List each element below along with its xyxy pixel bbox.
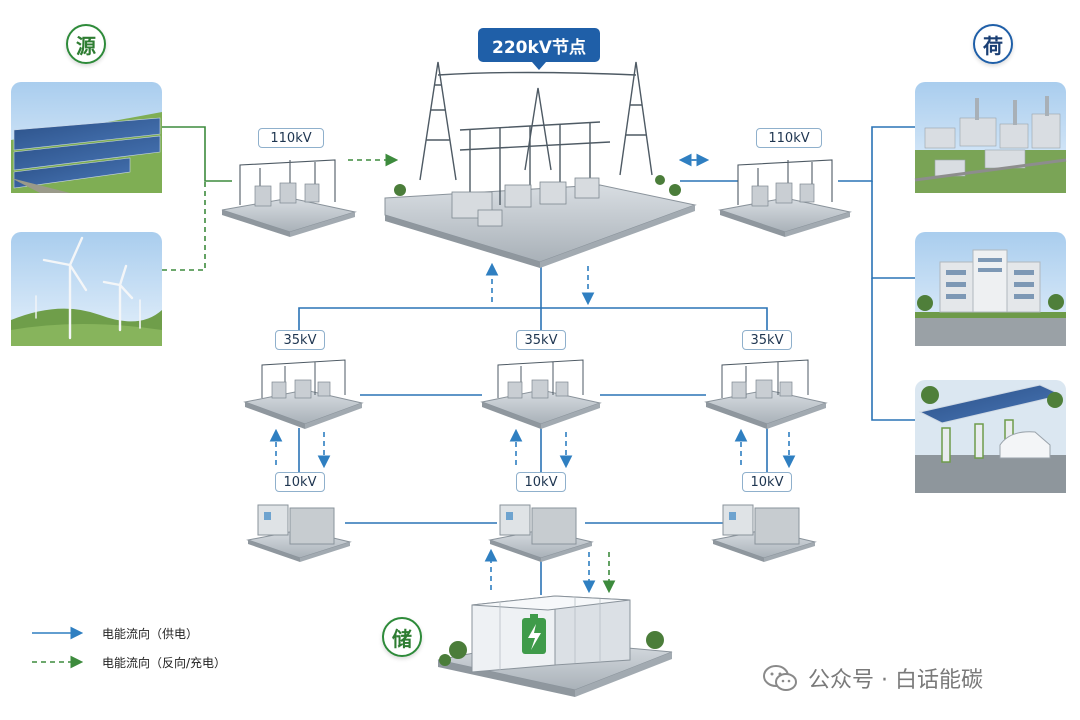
legend-reverse-label: 电能流向（反向/充电）: [102, 656, 227, 670]
load-bus: [680, 126, 915, 421]
substation-110kv-left: [221, 159, 357, 237]
load-badge: 荷: [973, 24, 1013, 64]
solar-farm-photo: [11, 82, 162, 193]
kv-label-110-right: 110kV: [756, 128, 822, 148]
legend-supply: 电能流向（供电）: [102, 625, 198, 642]
kv-label-35-center: 35kV: [516, 330, 566, 350]
substation-35kv-right: [704, 359, 828, 429]
substation-110kv-right: [718, 159, 852, 237]
substation-220kv: [384, 61, 697, 268]
office-building-photo: [915, 232, 1066, 346]
box-transformer-10kv-left: [246, 504, 352, 562]
battery-storage-unit: [437, 595, 673, 697]
legend-lines: [32, 626, 84, 669]
substation-35kv-center: [480, 359, 602, 429]
legend-reverse: 电能流向（反向/充电）: [102, 654, 226, 671]
watermark: 公众号 · 白话能碳: [762, 662, 983, 694]
node-title: 220kV节点: [478, 28, 600, 70]
kv-label-35-right: 35kV: [742, 330, 792, 350]
flow-arrows: [269, 153, 796, 594]
kv-label-10-left: 10kV: [275, 472, 325, 492]
legend-supply-label: 电能流向（供电）: [102, 627, 199, 641]
kv-label-35-left: 35kV: [275, 330, 325, 350]
watermark-text: 公众号 · 白话能碳: [808, 668, 983, 693]
kv-label-10-right: 10kV: [742, 472, 792, 492]
box-transformer-10kv-right: [711, 504, 817, 562]
wechat-icon: [763, 665, 797, 691]
box-transformer-10kv-center: [488, 504, 594, 562]
storage-badge: 储: [382, 617, 422, 657]
wind-farm-photo: [11, 232, 162, 346]
kv-label-110-left: 110kV: [258, 128, 324, 148]
industrial-park-photo: [914, 82, 1067, 193]
kv-label-10-center: 10kV: [516, 472, 566, 492]
source-badge: 源: [66, 24, 106, 64]
substation-35kv-left: [243, 359, 364, 429]
ev-charging-photo: [915, 380, 1066, 493]
source-bus: [162, 126, 232, 271]
